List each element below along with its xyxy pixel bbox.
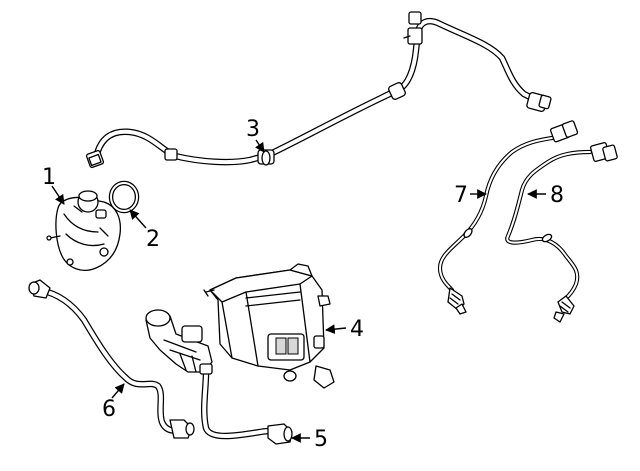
oxygen-sensor-downstream-part <box>505 142 618 323</box>
callout-number-1: 1 <box>42 165 56 190</box>
callout-number-8: 8 <box>550 183 564 208</box>
callout-5: 5 <box>291 427 328 452</box>
callout-2: 2 <box>129 209 160 252</box>
purge-valve-part <box>145 309 293 445</box>
callout-number-3: 3 <box>246 117 260 142</box>
charcoal-canister-part <box>203 263 335 389</box>
callout-3: 3 <box>246 117 265 153</box>
callout-number-5: 5 <box>314 427 328 452</box>
callout-4: 4 <box>325 317 364 342</box>
vacuum-line-part <box>85 11 552 169</box>
leader-arrow-1 <box>51 185 65 205</box>
callout-6: 6 <box>102 383 125 422</box>
callout-1: 1 <box>42 165 65 205</box>
leader-arrow-3 <box>255 139 265 153</box>
o-ring-part <box>108 180 140 214</box>
vacuum-pump-part <box>46 190 122 271</box>
leader-arrow-6 <box>111 383 125 399</box>
callout-7: 7 <box>454 183 487 208</box>
callout-number-6: 6 <box>102 397 116 422</box>
callout-number-2: 2 <box>146 227 160 252</box>
oxygen-sensor-upstream-part <box>437 120 579 315</box>
callout-8: 8 <box>527 183 564 208</box>
leader-arrow-2 <box>129 209 147 229</box>
hose-part <box>28 279 195 439</box>
leader-arrow-4 <box>325 324 347 334</box>
callout-number-7: 7 <box>454 183 468 208</box>
callout-number-4: 4 <box>350 317 364 342</box>
